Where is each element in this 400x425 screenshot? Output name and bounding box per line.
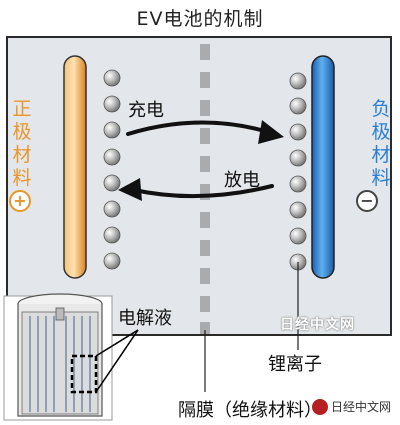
negative-material-label: 负极材料 (371, 98, 391, 189)
lithium-ion-label: 锂离子 (268, 354, 322, 375)
negative-electrode (311, 55, 335, 279)
badge-text: 日经中文网 (331, 400, 392, 414)
discharge-label: 放电 (224, 170, 260, 191)
charge-arrowhead (258, 120, 284, 144)
cell-illustration (3, 293, 139, 421)
charge-label: 充电 (128, 100, 164, 121)
badge-logo-icon (312, 398, 328, 415)
discharge-arrowhead (118, 178, 142, 201)
separator-label: 隔膜（绝缘材料） (178, 400, 322, 421)
separator (200, 44, 210, 334)
ions-left (103, 69, 121, 270)
watermark: 日经中文网 (280, 317, 355, 333)
diagram-title: EV电池的机制 (136, 8, 264, 30)
positive-material-label: 正极材料 (12, 98, 32, 189)
charge-arrow (126, 120, 270, 136)
ions-right (289, 72, 307, 271)
minus-icon: − (356, 190, 378, 212)
plus-icon: + (9, 190, 31, 212)
electrolyte-label: 电解液 (118, 308, 172, 329)
discharge-arrow (132, 184, 274, 199)
source-badge: 日经中文网 (312, 396, 398, 418)
positive-electrode (63, 55, 87, 279)
zoom-box (70, 354, 98, 394)
